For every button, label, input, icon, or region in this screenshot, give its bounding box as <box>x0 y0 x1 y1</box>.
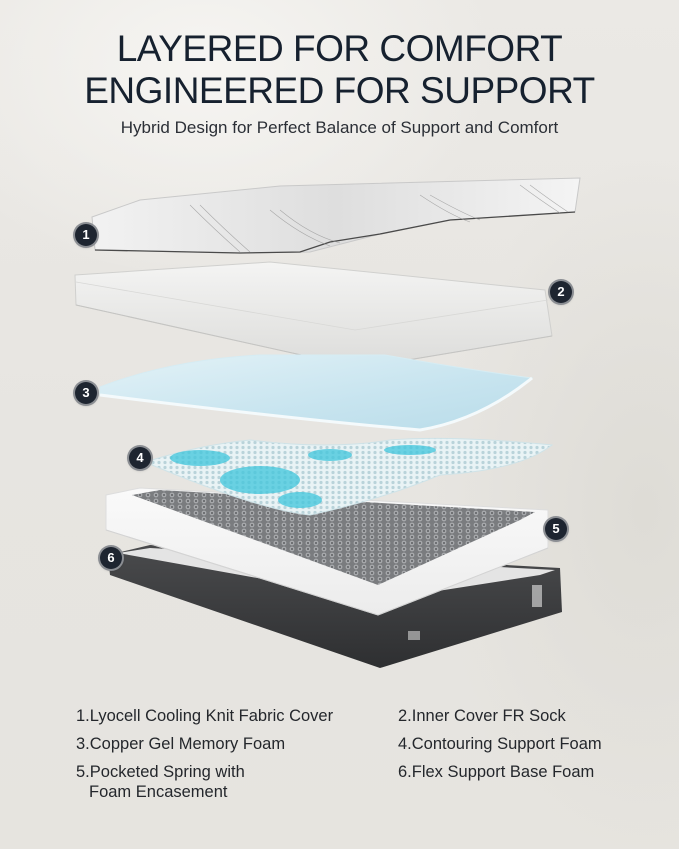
legend-item-5-line-1: 5.Pocketed Spring with <box>76 763 245 781</box>
layer-legend: 1.Lyocell Cooling Knit Fabric Cover 2.In… <box>76 706 656 802</box>
headline-line-2: ENGINEERED FOR SUPPORT <box>84 70 595 111</box>
legend-item-5: 5.Pocketed Spring with Foam Encasement <box>76 762 398 802</box>
layer-badge-3: 3 <box>75 382 97 404</box>
legend-item-2: 2.Inner Cover FR Sock <box>398 707 566 725</box>
layer-3-gel-foam <box>99 354 534 432</box>
layer-5-pocketed-spring <box>105 487 549 616</box>
layer-badge-1: 1 <box>75 224 97 246</box>
layer-2-sock <box>74 261 553 369</box>
headline-line-1: LAYERED FOR COMFORT <box>116 28 563 69</box>
layer-badge-5: 5 <box>545 518 567 540</box>
layer-badge-4: 4 <box>129 447 151 469</box>
layer-1-cover <box>91 177 581 254</box>
legend-item-1: 1.Lyocell Cooling Knit Fabric Cover <box>76 707 334 725</box>
subtitle: Hybrid Design for Perfect Balance of Sup… <box>120 118 559 137</box>
legend-item-4: 4.Contouring Support Foam <box>398 735 602 753</box>
legend-item-6: 6.Flex Support Base Foam <box>398 763 595 781</box>
mattress-exploded-diagram <box>74 177 581 668</box>
layer-badge-2: 2 <box>550 281 572 303</box>
layer-4-support-foam <box>151 437 554 516</box>
headline: LAYERED FOR COMFORT ENGINEERED FOR SUPPO… <box>0 28 679 112</box>
layer-badge-6: 6 <box>100 547 122 569</box>
legend-item-5-line-2: Foam Encasement <box>89 783 228 801</box>
legend-item-3: 3.Copper Gel Memory Foam <box>76 735 286 753</box>
